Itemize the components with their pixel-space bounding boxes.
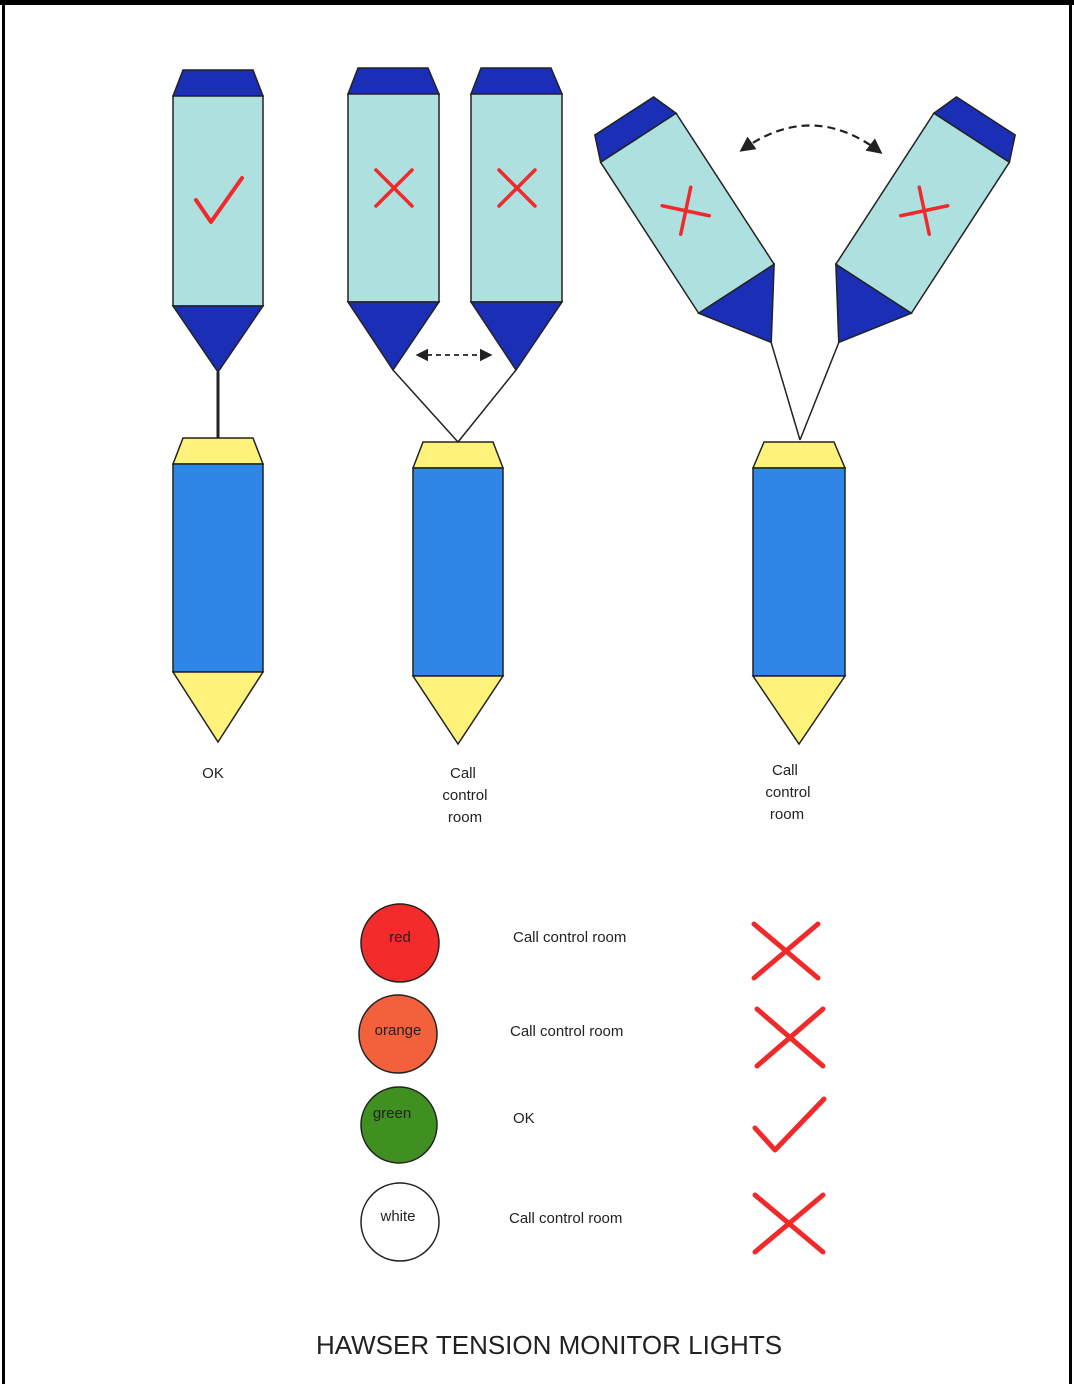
lamp-action: OK xyxy=(513,1110,535,1127)
lamp-action: Call control room xyxy=(510,1023,623,1040)
legend: red Call control room orange Call contro… xyxy=(359,904,824,1261)
lamp-label: white xyxy=(379,1208,415,1225)
buoy xyxy=(173,438,263,742)
vessel-right xyxy=(471,68,562,370)
buoy xyxy=(753,442,845,744)
lamp-action: Call control room xyxy=(513,929,626,946)
caption-line: Call xyxy=(772,762,798,779)
diagram-title: HAWSER TENSION MONITOR LIGHTS xyxy=(316,1330,782,1360)
legend-row-white: white Call control room xyxy=(361,1183,823,1261)
swing-arrow xyxy=(742,125,880,152)
caption-line: control xyxy=(442,787,487,804)
lamp-label: orange xyxy=(375,1022,422,1039)
scenario-caption: Call control room xyxy=(442,765,491,826)
cross-mark xyxy=(755,1195,823,1252)
hawser-line xyxy=(771,342,800,440)
scenario-ok: OK xyxy=(173,70,263,782)
scenario-spread: Call control room xyxy=(348,68,562,826)
hawser-line xyxy=(458,370,516,442)
scenario-swing: Call control room xyxy=(586,91,1023,823)
caption-line: room xyxy=(770,806,804,823)
vessel xyxy=(173,70,263,372)
green-lamp xyxy=(361,1087,437,1163)
vessel-right-rotated xyxy=(801,91,1024,366)
lamp-label: red xyxy=(389,929,411,946)
scenario-caption: Call control room xyxy=(765,762,814,823)
vessel-left xyxy=(348,68,439,370)
cross-mark xyxy=(754,924,818,978)
caption-line: control xyxy=(765,784,810,801)
hawser-line xyxy=(393,370,458,442)
legend-row-red: red Call control room xyxy=(361,904,818,982)
lamp-action: Call control room xyxy=(509,1210,622,1227)
scenario-caption: OK xyxy=(202,765,224,782)
vessel-left-rotated xyxy=(586,91,809,366)
legend-row-green: green OK xyxy=(361,1087,824,1163)
lamp-label: green xyxy=(373,1105,411,1122)
buoy xyxy=(413,442,503,744)
caption-line: Call xyxy=(450,765,476,782)
check-mark xyxy=(755,1099,824,1150)
legend-row-orange: orange Call control room xyxy=(359,995,823,1073)
hawser-line xyxy=(800,342,839,440)
cross-mark xyxy=(757,1009,823,1066)
caption-line: room xyxy=(448,809,482,826)
